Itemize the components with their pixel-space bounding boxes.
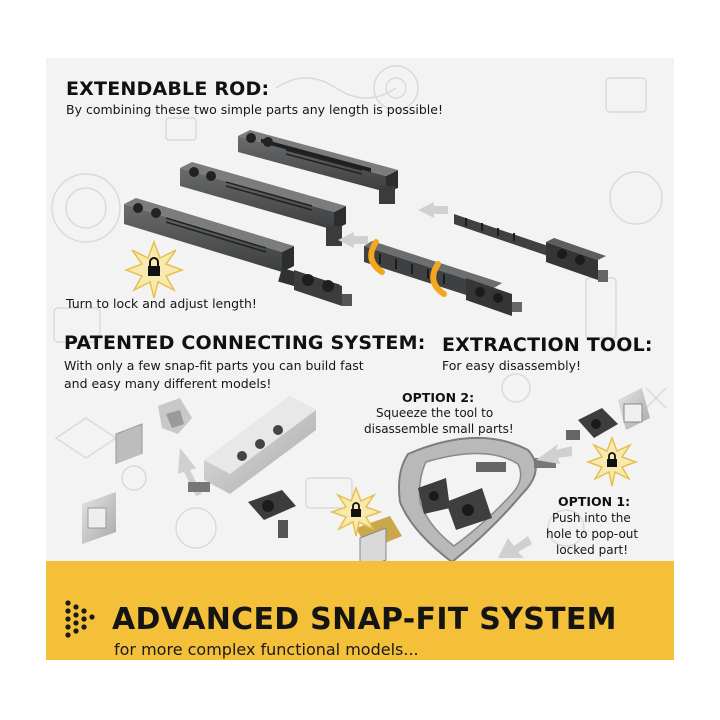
extraction-tool-right-part — [566, 388, 650, 440]
connector-light-block — [204, 396, 316, 494]
extraction-tool-title: EXTRACTION TOOL: — [442, 334, 653, 356]
banner-subtitle: for more complex functional models... — [114, 640, 419, 659]
extendable-rod-subtitle: By combining these two simple parts any … — [66, 102, 443, 117]
connecting-system-line-1: With only a few snap-fit parts you can b… — [64, 358, 364, 373]
rod-connector — [364, 239, 522, 316]
product-infographic: EXTENDABLE ROD: By combining these two s… — [46, 58, 674, 660]
extraction-tool — [398, 437, 556, 564]
rod-middle — [180, 162, 346, 246]
extendable-rod-title: EXTENDABLE ROD: — [66, 78, 270, 100]
option-2-line-1: Squeeze the tool to — [376, 406, 494, 420]
lock-note: Turn to lock and adjust length! — [66, 296, 257, 311]
banner-title: ADVANCED SNAP-FIT SYSTEM — [112, 602, 617, 637]
rod-top — [238, 130, 398, 204]
lock-icon — [607, 459, 617, 467]
connecting-system-title: PATENTED CONNECTING SYSTEM: — [64, 332, 426, 354]
parts-illustration — [82, 130, 650, 576]
lock-icon — [148, 266, 160, 276]
option-1-line-1: Push into the — [552, 511, 631, 525]
connector-dark-part — [188, 482, 296, 538]
connector-angle-part — [158, 398, 192, 434]
starburst-icon — [123, 239, 185, 299]
option-1-label: OPTION 1: — [558, 494, 631, 509]
rod-front — [124, 198, 352, 306]
dots-arrow-icon — [65, 600, 95, 638]
rod-end-piece — [454, 214, 608, 282]
starburst-icon — [329, 485, 383, 537]
option-1-line-3: locked part! — [556, 543, 629, 557]
extraction-tool-subtitle: For easy disassembly! — [442, 358, 582, 373]
connecting-system-line-2: and easy many different models! — [64, 376, 272, 391]
option-2-label: OPTION 2: — [402, 390, 475, 405]
option-2-line-2: disassemble small parts! — [364, 422, 514, 436]
option-1-line-2: hole to pop-out — [546, 527, 639, 541]
lock-icon — [351, 509, 361, 517]
starburst-icon — [585, 435, 639, 487]
bottom-banner: ADVANCED SNAP-FIT SYSTEM for more comple… — [46, 561, 674, 660]
arrow-icon — [498, 444, 572, 558]
connector-l-bracket — [82, 423, 143, 544]
